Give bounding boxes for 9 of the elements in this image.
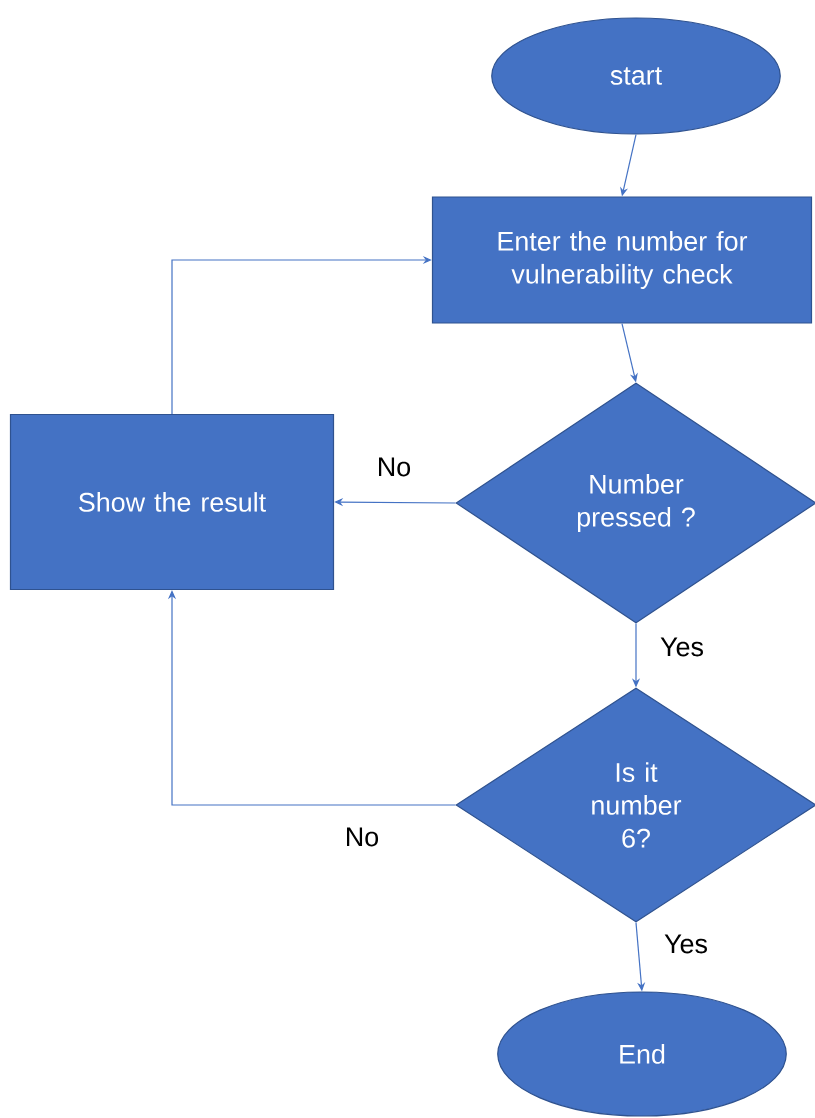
arrow [167, 590, 456, 806]
arrow [334, 498, 456, 507]
arrow [171, 255, 432, 415]
edge-label: Yes [659, 636, 705, 658]
process-box: Show the result [9, 413, 335, 591]
edge-label: No [375, 456, 413, 478]
process-box: Enter the number for vulnerability check [431, 196, 813, 324]
edge-label: No [343, 826, 381, 848]
edge-label: Yes [663, 933, 709, 955]
